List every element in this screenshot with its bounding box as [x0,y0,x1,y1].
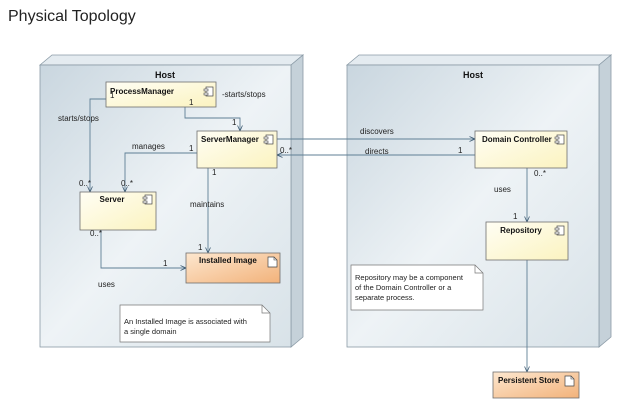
installed-image-label: Installed Image [199,256,257,265]
persistent-store-label: Persistent Store [498,376,560,385]
mult-pm-right: 1 [189,98,194,107]
label-starts-stops-right: -starts/stops [222,90,266,99]
mult-ii-maintains: 1 [198,243,203,252]
process-manager-label: ProcessManager [110,87,174,96]
mult-dc-uses: 0..* [534,169,546,178]
domain-controller-label: Domain Controller [482,135,552,144]
domain-controller-component[interactable]: Domain Controller [474,130,568,169]
host-left-label: Host [155,70,175,80]
mult-server-pm: 0..* [79,179,91,188]
host-right-label: Host [463,70,483,80]
label-discovers: discovers [360,127,394,136]
installed-image-artifact[interactable]: Installed Image [185,252,281,284]
note-installed-image-line2: a single domain [124,327,177,336]
edge-pm-sm [184,107,240,131]
process-manager-component[interactable]: ProcessManager [105,81,217,108]
note-repository-line1: Repository may be a component [355,273,464,282]
component-icon [554,134,565,145]
mult-sm-top: 1 [232,118,237,127]
server-component[interactable]: Server [79,191,157,231]
mult-server-sm: 0..* [121,179,133,188]
note-installed-image-line1: An Installed Image is associated with [124,317,247,326]
mult-repo-uses: 1 [513,212,518,221]
mult-pm-left: 1 [110,91,115,100]
document-icon [564,375,575,387]
repository-label: Repository [500,226,542,235]
mult-ii-uses: 1 [163,259,168,268]
mult-manages-sm: 1 [189,144,194,153]
edge-pm-server [90,98,106,192]
mult-sm-dc: 0..* [280,146,292,155]
mult-dc-directs: 1 [458,146,463,155]
mult-sm-maintains: 1 [212,168,217,177]
component-icon [142,194,153,205]
server-manager-component[interactable]: ServerManager [196,130,278,169]
label-uses-dc: uses [494,185,511,194]
diagram-title: Physical Topology [8,8,136,25]
note-repository-line2: of the Domain Controller or a [355,283,452,292]
note-installed-image: An Installed Image is associated with a … [119,304,271,343]
note-repository: Repository may be a component of the Dom… [350,264,484,311]
document-icon [267,256,278,268]
mult-server-uses: 0..* [90,229,102,238]
label-uses-server: uses [98,280,115,289]
server-manager-label: ServerManager [201,135,259,144]
component-icon [554,225,565,236]
label-directs: directs [365,147,389,156]
host-node-left: Host [38,54,305,348]
note-repository-line3: separate process. [355,293,415,302]
edge-sm-server [125,152,197,192]
persistent-store-artifact[interactable]: Persistent Store [492,371,580,399]
connectors [90,98,527,372]
edge-server-image [100,230,186,268]
server-label: Server [100,195,125,204]
label-starts-stops-left: starts/stops [58,114,99,123]
label-manages: manages [132,142,165,151]
component-icon [263,134,274,145]
label-maintains: maintains [190,200,224,209]
component-icon [203,86,214,97]
repository-component[interactable]: Repository [485,221,569,261]
